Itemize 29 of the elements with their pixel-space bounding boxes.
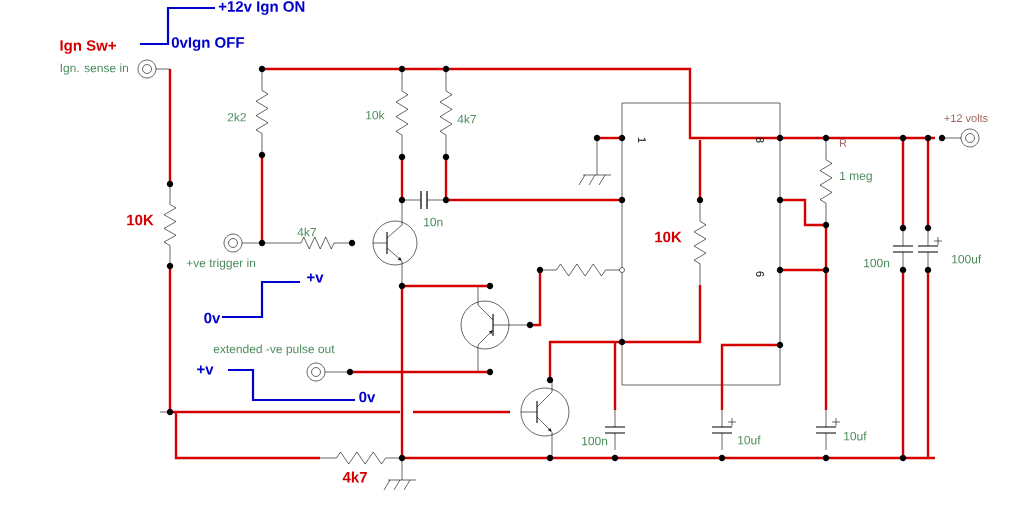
component-value: 10K [127, 214, 154, 226]
component-value: 4k7 [457, 114, 476, 124]
component-value: 10uf [738, 435, 761, 445]
component-value: 2k2 [227, 112, 246, 122]
signal-level-label: 0v [204, 312, 221, 324]
pin-number: 6 [756, 271, 764, 277]
signal-level-label: +12v Ign ON [218, 1, 305, 15]
terminal-label: +ve trigger in [186, 258, 256, 270]
component-value: 1 meg [840, 171, 872, 183]
signal-level-label: +v [307, 273, 324, 283]
component-value: 100n [864, 258, 890, 268]
signal-level-label: +v [197, 365, 214, 375]
component-value: 10n [424, 217, 443, 227]
component-value: 10K [655, 231, 682, 243]
component-value: Ign Sw+ [60, 40, 116, 54]
component-value: 10k [366, 110, 385, 120]
terminal-label: +12 volts [944, 113, 988, 123]
signal-level-label: 0v [359, 391, 376, 403]
terminal-label: extended -ve pulse out [213, 344, 335, 356]
component-value: 100n [582, 436, 608, 446]
signal-level-label: 0vIgn OFF [171, 37, 244, 51]
terminal-label: Ign. sense in [60, 63, 128, 75]
pin-label: R [839, 139, 847, 147]
component-value: 4k7 [342, 471, 367, 483]
component-value: 100uf [952, 254, 982, 264]
component-value: 4k7 [297, 227, 316, 237]
pin-number: 8 [756, 137, 764, 143]
component-value: 10uf [844, 431, 867, 441]
pin-number: 1 [638, 137, 646, 143]
